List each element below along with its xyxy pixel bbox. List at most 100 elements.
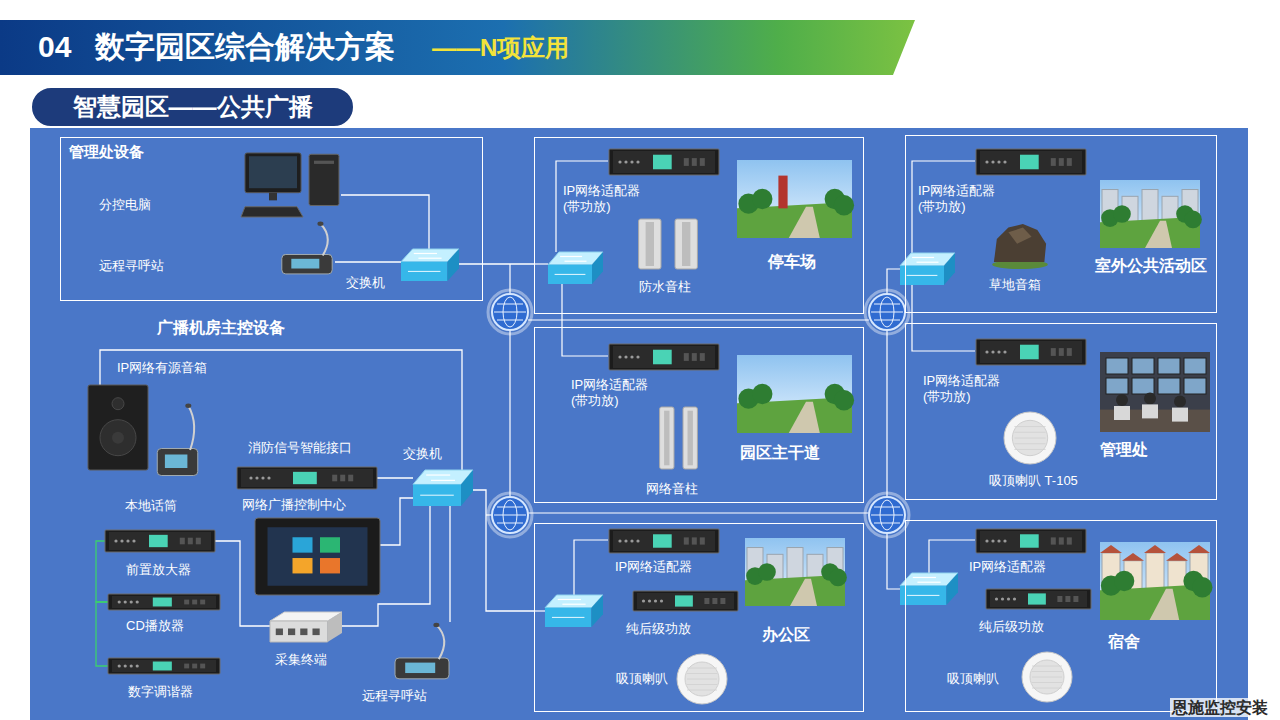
rack-button xyxy=(196,538,201,545)
rock-highlight xyxy=(1008,228,1031,244)
rack-panel xyxy=(241,469,373,487)
rack-knob xyxy=(136,600,139,603)
device-icon xyxy=(676,653,728,705)
rack-display xyxy=(1028,593,1046,604)
mic-screen xyxy=(165,455,188,469)
grille-line xyxy=(687,690,717,691)
device-icon xyxy=(88,385,148,470)
rack-knob xyxy=(642,599,645,602)
monitor-wall xyxy=(1132,378,1154,394)
paging-station: 远程寻呼站 xyxy=(279,221,335,275)
screen-tile xyxy=(293,537,313,552)
column-speaker xyxy=(639,219,661,269)
rack-knob xyxy=(636,539,639,542)
speaker-cabinet xyxy=(88,385,148,470)
device-icon xyxy=(105,530,215,552)
globe-latitude xyxy=(874,507,900,508)
ceiling-speaker xyxy=(677,654,727,704)
rack-body xyxy=(108,658,220,674)
tree xyxy=(1113,205,1131,223)
globe-latitude xyxy=(497,304,523,305)
rack-button xyxy=(692,158,697,166)
rack-button xyxy=(712,598,717,604)
equipment-group: 管理处设备分控电脑远程寻呼站交换机 xyxy=(60,137,483,301)
column-speaker: 网络音柱 xyxy=(656,407,701,469)
speaker-tweeter xyxy=(112,398,124,410)
device-icon xyxy=(401,249,459,281)
rack-button xyxy=(720,598,725,604)
rack-knob xyxy=(1003,539,1006,542)
photo-path xyxy=(1150,589,1180,620)
rack-body xyxy=(609,344,719,370)
device-label: 草地音箱 xyxy=(989,277,1041,293)
switch-front xyxy=(413,484,461,506)
photo xyxy=(1100,180,1202,248)
rack-knob xyxy=(1001,597,1004,600)
heading: 管理处设备 xyxy=(69,143,144,162)
device-icon xyxy=(609,344,719,370)
rack-knob xyxy=(997,539,1000,542)
screen-tile xyxy=(293,558,313,573)
ceiling-grille xyxy=(685,662,719,696)
power-amplifier: 纯后级功放 xyxy=(986,589,1091,609)
grille-line xyxy=(687,668,717,669)
mic-gooseneck xyxy=(436,625,444,659)
device-label: 远程寻呼站 xyxy=(99,258,164,274)
switch-front xyxy=(401,262,447,281)
network-switch: 交换机 xyxy=(401,249,459,281)
network-globe xyxy=(488,290,532,334)
device-label: 远程寻呼站 xyxy=(362,688,427,704)
rack-panel xyxy=(980,341,1082,363)
switch-arrow xyxy=(414,253,437,254)
switch-arrow xyxy=(912,257,934,258)
zone-box: 办公区IP网络适配器纯后级功放吸顶喇叭 xyxy=(534,523,864,712)
rack-panel xyxy=(112,596,216,608)
rack-button xyxy=(692,353,697,361)
rack-knob xyxy=(618,539,621,542)
screen-tile xyxy=(320,558,340,573)
device-label: 交换机 xyxy=(346,275,385,291)
switch-arrow xyxy=(560,256,582,257)
rack-knob xyxy=(120,539,123,542)
zone-switch xyxy=(900,573,958,605)
column-grille xyxy=(688,411,693,466)
column-grille xyxy=(664,411,669,466)
rack-panel xyxy=(613,531,715,551)
device-icon xyxy=(270,612,342,642)
rack-knob xyxy=(126,539,129,542)
tree xyxy=(834,390,854,410)
globe-glow xyxy=(865,290,909,334)
zone-switch xyxy=(545,595,603,627)
rack-button xyxy=(684,537,689,544)
device-icon xyxy=(976,149,1086,175)
mic-screen xyxy=(291,259,319,269)
page-title: 数字园区综合解决方案 xyxy=(95,29,395,65)
rack-knob xyxy=(991,350,994,353)
rack-body xyxy=(237,467,377,489)
connector xyxy=(341,195,429,249)
ceiling-speaker xyxy=(1022,652,1072,702)
rack-button xyxy=(692,537,697,544)
rock-body xyxy=(994,224,1046,262)
rack-body xyxy=(986,589,1091,609)
control-center: 网络广播控制中心 xyxy=(255,518,380,595)
switch-arrow xyxy=(907,275,938,276)
photo-path xyxy=(789,207,820,238)
switch-arrow xyxy=(565,261,587,262)
blue-panel xyxy=(30,128,1248,720)
roof xyxy=(1100,545,1122,553)
rack-display xyxy=(675,595,693,606)
globe-equator xyxy=(494,312,526,313)
rack-body xyxy=(976,339,1086,365)
photo xyxy=(737,355,854,433)
rack-body xyxy=(633,591,738,611)
collector-port xyxy=(288,629,295,636)
device-label: 吸顶喇叭 xyxy=(947,671,999,687)
zone-name: 办公区 xyxy=(762,625,810,645)
collector-port xyxy=(300,629,307,636)
rack-display xyxy=(1020,155,1039,170)
device-icon xyxy=(976,339,1086,365)
collector-front xyxy=(270,621,328,642)
rack-body xyxy=(609,149,719,175)
device-icon xyxy=(986,589,1091,609)
